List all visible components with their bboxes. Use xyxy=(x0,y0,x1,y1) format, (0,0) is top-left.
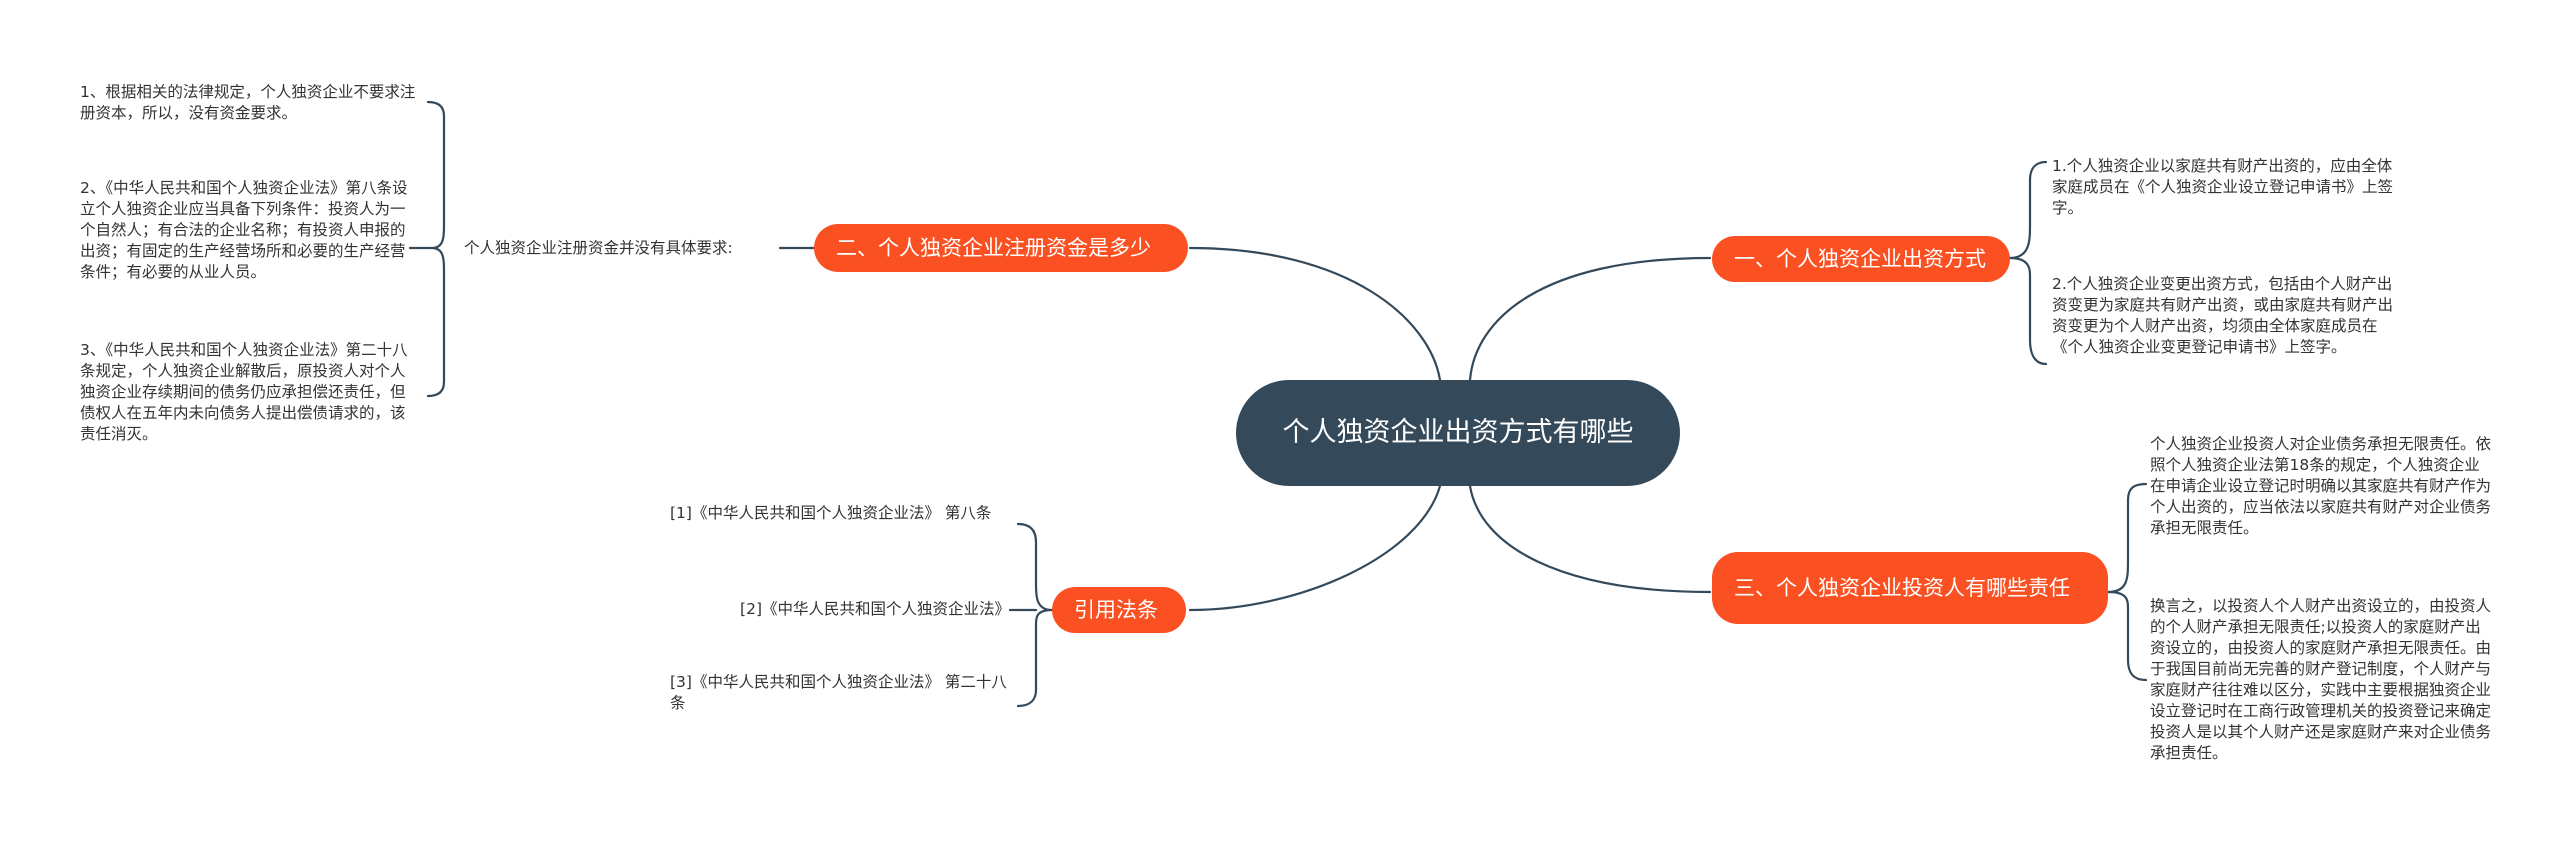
branch-investment-method[interactable]: 一、个人独资企业出资方式 xyxy=(1712,236,2010,282)
bracket-b4 xyxy=(1008,522,1054,708)
branch-label: 一、个人独资企业出资方式 xyxy=(1734,247,1986,271)
leaf-b2-3: 3、《中华人民共和国个人独资企业法》第二十八条规定，个人独资企业解散后，原投资人… xyxy=(80,341,408,443)
central-topic-label: 个人独资企业出资方式有哪些 xyxy=(1282,417,1634,448)
branch-investor-liability[interactable]: 三、个人独资企业投资人有哪些责任 xyxy=(1712,552,2108,624)
branch-cited-law[interactable]: 引用法条 xyxy=(1052,587,1186,633)
leaf-b3-1: 个人独资企业投资人对企业债务承担无限责任。依照个人独资企业法第18条的规定，个人… xyxy=(2150,435,2492,537)
leaf-b1-2: 2.个人独资企业变更出资方式，包括由个人财产出资变更为家庭共有财产出资，或由家庭… xyxy=(2052,275,2394,356)
bracket-b2 xyxy=(408,100,446,398)
bracket-b3 xyxy=(2106,482,2148,682)
leaf-b4-3: [3]《中华人民共和国个人独资企业法》 第二十八条 xyxy=(670,673,1007,712)
central-topic[interactable]: 个人独资企业出资方式有哪些 xyxy=(1236,380,1680,486)
branch-label: 引用法条 xyxy=(1074,598,1158,622)
leaf-b2-1: 1、根据相关的法律规定，个人独资企业不要求注册资本，所以，没有资金要求。 xyxy=(80,83,416,122)
branch-label: 三、个人独资企业投资人有哪些责任 xyxy=(1734,576,2070,600)
leaf-b4-1: [1]《中华人民共和国个人独资企业法》 第八条 xyxy=(670,504,992,522)
branch-label: 二、个人独资企业注册资金是多少 xyxy=(836,236,1151,260)
connector-central-b3 xyxy=(1468,484,1712,594)
connector-central-b1 xyxy=(1468,256,1712,382)
branch-registered-capital[interactable]: 二、个人独资企业注册资金是多少 xyxy=(814,224,1188,272)
mid-b2-statement: 个人独资企业注册资金并没有具体要求: xyxy=(464,239,733,257)
bracket-b1 xyxy=(2008,160,2048,366)
leaf-b2-2: 2、《中华人民共和国个人独资企业法》第八条设立个人独资企业应当具备下列条件：投资… xyxy=(80,179,408,281)
connector-central-b2 xyxy=(1188,246,1442,382)
leaf-b4-2: [2]《中华人民共和国个人独资企业法》 xyxy=(740,600,1010,618)
leaf-b1-1: 1.个人独资企业以家庭共有财产出资的，应由全体家庭成员在《个人独资企业设立登记申… xyxy=(2052,157,2394,217)
connector-central-b4 xyxy=(1188,484,1442,612)
leaf-b3-2: 换言之，以投资人个人财产出资设立的，由投资人的个人财产承担无限责任;以投资人的家… xyxy=(2150,597,2492,762)
